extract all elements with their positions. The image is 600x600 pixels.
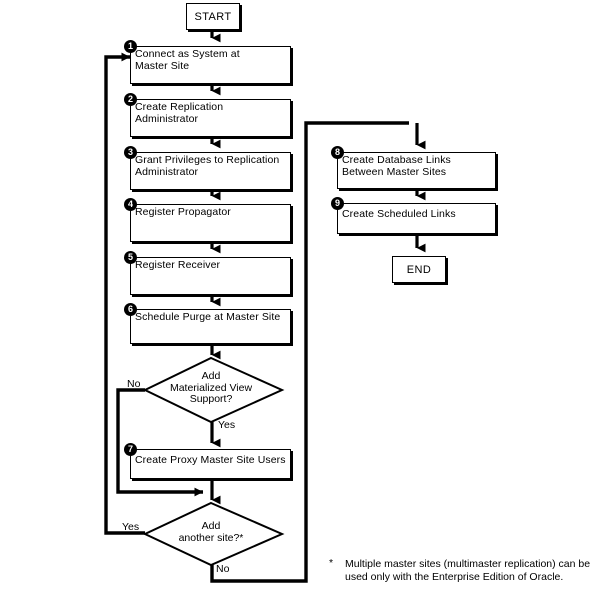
- footnote-text: Multiple master sites (multimaster repli…: [345, 558, 591, 583]
- process-step-9: Create Scheduled Links: [337, 203, 496, 234]
- footnote-marker: *: [329, 557, 334, 569]
- process-step-6-label: Schedule Purge at Master Site: [135, 311, 281, 323]
- step-badge-8: 8: [331, 146, 344, 159]
- process-step-7-label: Create Proxy Master Site Users: [135, 454, 286, 466]
- step-badge-3: 3: [124, 146, 137, 159]
- process-step-4-label: Register Propagator: [135, 206, 231, 218]
- process-step-5-label: Register Receiver: [135, 259, 221, 271]
- process-step-8: Create Database Links Between Master Sit…: [337, 152, 496, 189]
- process-step-1-label: Connect as System at Master Site: [135, 48, 240, 72]
- step-badge-9: 9: [331, 197, 344, 210]
- decision-another-site-shape: [142, 501, 285, 567]
- edge-label-site-yes: Yes: [122, 521, 140, 533]
- process-step-6: Schedule Purge at Master Site: [130, 309, 291, 344]
- process-step-9-label: Create Scheduled Links: [342, 208, 456, 220]
- decision-materialized-view-label: Add Materialized View Support?: [169, 370, 253, 405]
- terminal-end-label: END: [406, 263, 432, 276]
- step-badge-6: 6: [124, 303, 137, 316]
- process-step-7: Create Proxy Master Site Users: [130, 449, 291, 479]
- step-badge-1: 1: [124, 40, 137, 53]
- process-step-3-label: Grant Privileges to Replication Administ…: [135, 154, 280, 178]
- edge-label-site-no: No: [216, 563, 230, 575]
- step-badge-7: 7: [124, 443, 137, 456]
- step-badge-5: 5: [124, 251, 137, 264]
- process-step-4: Register Propagator: [130, 204, 291, 242]
- process-step-5: Register Receiver: [130, 257, 291, 295]
- terminal-start-label: START: [194, 10, 232, 23]
- terminal-start: START: [186, 3, 240, 30]
- step-badge-2: 2: [124, 93, 137, 106]
- process-step-2-label: Create Replication Administrator: [135, 101, 224, 125]
- edge-label-mv-no: No: [127, 378, 141, 390]
- decision-another-site-label: Add another site?*: [178, 520, 244, 544]
- decision-materialized-view-shape: [142, 356, 285, 424]
- edge-label-mv-yes: Yes: [218, 419, 236, 431]
- step-badge-4: 4: [124, 198, 137, 211]
- process-step-8-label: Create Database Links Between Master Sit…: [342, 154, 451, 178]
- process-step-1: Connect as System at Master Site: [130, 46, 291, 84]
- process-step-2: Create Replication Administrator: [130, 99, 291, 137]
- process-step-3: Grant Privileges to Replication Administ…: [130, 152, 291, 190]
- terminal-end: END: [392, 256, 446, 283]
